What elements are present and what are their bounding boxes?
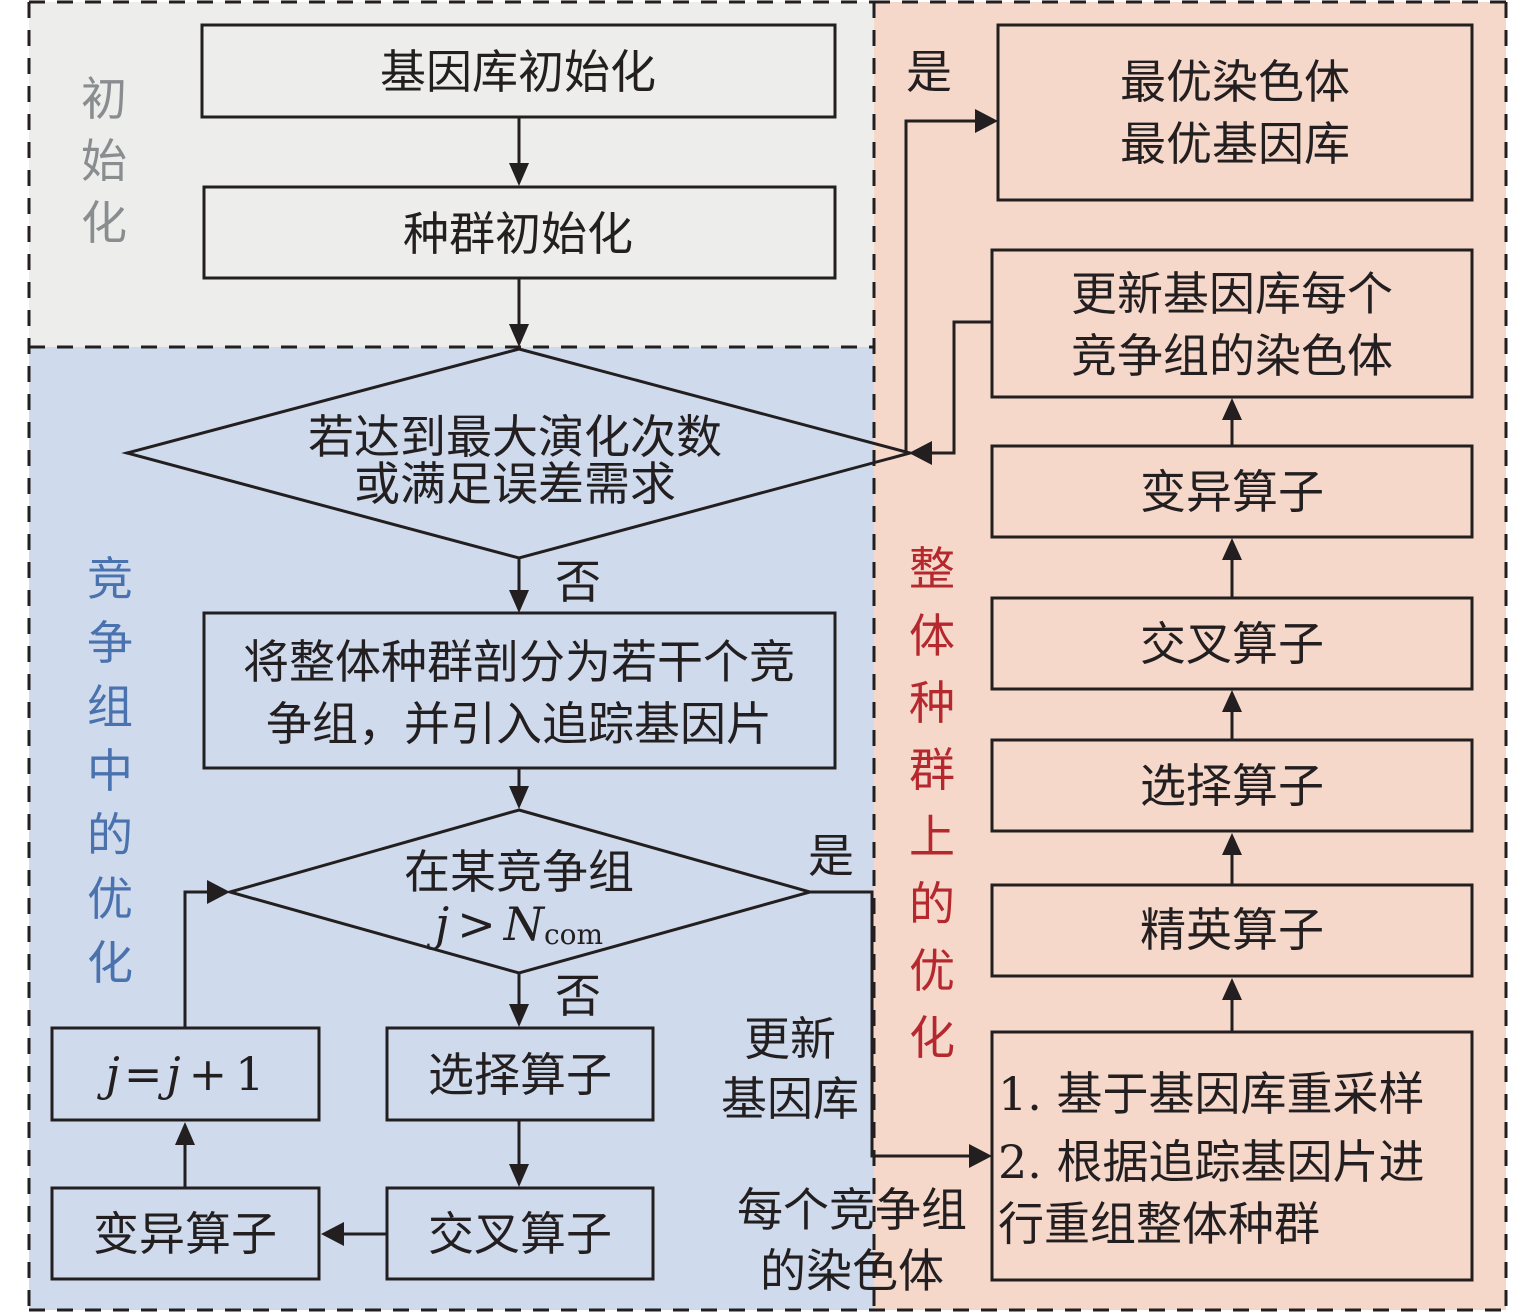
right-crossover-text: 交叉算子: [1140, 617, 1324, 671]
best-output-line1: 最优染色体: [1120, 55, 1350, 109]
arrow-down-icon: [509, 1164, 529, 1187]
arrow-down-icon: [509, 163, 529, 186]
init-region-label: 初始化: [81, 72, 127, 250]
elite-node: 精英算子: [990, 883, 1474, 978]
resample-line1: 1. 基于基因库重采样: [998, 1067, 1425, 1121]
termination-check-line2: 或满足误差需求: [354, 457, 676, 511]
group-check-condition: j>Ncom: [426, 897, 603, 951]
group-chromosomes-label-line1: 每个竞争组: [737, 1183, 967, 1237]
left-mutation-node: 变异算子: [50, 1186, 321, 1281]
termination-check-line1: 若达到最大演化次数: [308, 410, 722, 464]
global-region: [874, 2, 1506, 1310]
global-region-label-char: 上: [909, 810, 955, 864]
competition-region-label-char: 中: [87, 744, 133, 798]
split-groups-node: 将整体种群剖分为若干个竞 争组，并引入追踪基因片: [202, 611, 837, 770]
population-init-text: 种群初始化: [403, 207, 633, 261]
arrow-right-icon: [975, 109, 998, 133]
competition-region-label-char: 组: [87, 680, 133, 734]
elite-text: 精英算子: [1140, 903, 1324, 957]
no-label-group: 否: [555, 969, 601, 1023]
no-label-top: 否: [555, 555, 601, 609]
global-region-label-char: 体: [909, 609, 955, 663]
resample-line2: 2. 根据追踪基因片进: [998, 1135, 1425, 1189]
termination-check-node: 若达到最大演化次数 或满足误差需求: [121, 347, 916, 560]
right-selection-text: 选择算子: [1140, 759, 1324, 813]
global-region-label-char: 群: [909, 743, 955, 797]
global-region-label-char: 优: [909, 944, 955, 998]
competition-region-label-char: 竞: [87, 552, 133, 606]
competition-region-label-char: 争: [87, 616, 133, 670]
subscript-com: com: [544, 918, 603, 951]
arrow-down-icon: [509, 786, 529, 809]
population-init-node: 种群初始化: [202, 185, 837, 280]
best-output-line2: 最优基因库: [1120, 117, 1350, 171]
update-pool-label-line2: 基因库: [721, 1072, 859, 1126]
edge-update-to-termination: [930, 320, 992, 455]
right-mutation-text: 变异算子: [1140, 465, 1324, 519]
arrow-down-icon: [509, 324, 529, 347]
arrow-up-icon: [1222, 978, 1242, 1000]
arrow-up-icon: [1222, 538, 1242, 560]
edge-termination-yes-to-best: [904, 119, 978, 453]
global-region-label-char: 整: [909, 542, 955, 596]
edge-group-yes-to-resample: [810, 890, 975, 1158]
init-region-label-char: 初: [81, 72, 127, 126]
arrow-down-icon: [509, 1004, 529, 1027]
group-check-line1: 在某竞争组: [404, 845, 634, 899]
init-region-label-char: 化: [81, 196, 127, 250]
arrow-right-icon: [969, 1144, 992, 1168]
competition-region-label-char: 化: [87, 936, 133, 990]
yes-label-top: 是: [906, 45, 952, 99]
resample-node: 1. 基于基因库重采样 2. 根据追踪基因片进 行重组整体种群: [990, 1030, 1474, 1282]
split-groups-line1: 将整体种群剖分为若干个竞: [243, 635, 795, 689]
group-chromosomes-label-line2: 的染色体: [760, 1244, 944, 1298]
arrow-down-icon: [509, 590, 529, 613]
init-region-label-char: 始: [81, 134, 127, 188]
right-crossover-node: 交叉算子: [990, 596, 1474, 691]
split-groups-line2: 争组，并引入追踪基因片: [266, 697, 772, 751]
arrow-up-icon: [175, 1122, 195, 1145]
left-selection-node: 选择算子: [385, 1026, 655, 1122]
update-gene-pool-line2: 竞争组的染色体: [1071, 329, 1393, 383]
update-gene-pool-node: 更新基因库每个 竞争组的染色体: [990, 248, 1474, 399]
update-gene-pool-line1: 更新基因库每个: [1071, 267, 1393, 321]
var-n: N: [503, 897, 546, 951]
competition-region-label-char: 优: [87, 872, 133, 926]
left-selection-text: 选择算子: [428, 1048, 612, 1102]
operator-gt: >: [457, 897, 496, 951]
arrow-right-icon: [207, 880, 230, 904]
best-output-node: 最优染色体 最优基因库: [996, 23, 1474, 202]
arrow-up-icon: [1222, 398, 1242, 420]
global-region-label-char: 化: [909, 1011, 955, 1065]
edge-increment-to-group-check: [183, 890, 208, 1028]
global-region-label-char: 的: [909, 877, 955, 931]
arrow-up-icon: [1222, 690, 1242, 712]
increment-text: j=j+1: [97, 1047, 265, 1101]
update-pool-label-line1: 更新: [744, 1012, 836, 1066]
arrow-left-icon: [321, 1222, 344, 1246]
yes-label-group: 是: [808, 829, 854, 883]
arrow-left-icon: [909, 441, 932, 465]
left-crossover-text: 交叉算子: [428, 1207, 612, 1261]
global-region-label-char: 种: [909, 676, 955, 730]
gene-pool-init-text: 基因库初始化: [380, 45, 656, 99]
competition-region-label-char: 的: [87, 808, 133, 862]
arrow-up-icon: [1222, 833, 1242, 855]
left-mutation-text: 变异算子: [93, 1207, 277, 1261]
init-region: [29, 2, 874, 347]
resample-line3: 行重组整体种群: [998, 1197, 1320, 1251]
